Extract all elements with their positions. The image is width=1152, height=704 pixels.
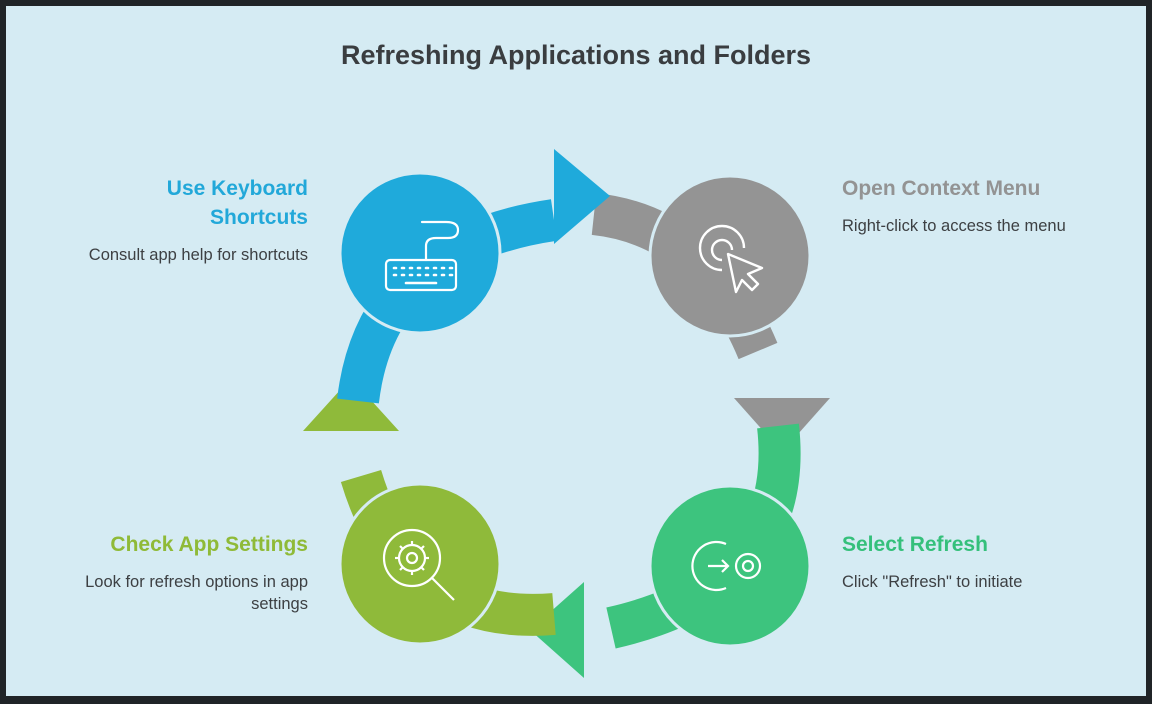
step-description: Consult app help for shortcuts <box>88 246 308 264</box>
step-keyboard-shortcuts: Use Keyboard Shortcuts Consult app help … <box>68 174 308 266</box>
diagram-canvas: Refreshing Applications and Folders <box>6 6 1146 696</box>
keyboard-icon <box>384 220 460 292</box>
arrow-head-keys <box>554 149 610 244</box>
step-title: Open Context Menu <box>842 177 1041 200</box>
step-description: Look for refresh options in app settings <box>85 573 308 613</box>
step-circle-menu <box>648 174 812 338</box>
step-open-context-menu: Open Context Menu Right-click to access … <box>842 174 1082 237</box>
arrow-head-settings <box>303 378 399 431</box>
arrow-head-refresh <box>530 582 584 678</box>
diagram-title: Refreshing Applications and Folders <box>340 40 812 70</box>
step-title: Use Keyboard Shortcuts <box>166 177 308 229</box>
step-description: Click "Refresh" to initiate <box>842 573 1023 591</box>
arrow-head-menu <box>734 398 830 452</box>
step-title: Select Refresh <box>842 533 988 556</box>
step-title: Check App Settings <box>110 533 308 556</box>
step-circle-refresh <box>648 484 812 648</box>
refresh-arrow-icon <box>691 540 762 592</box>
step-description: Right-click to access the menu <box>842 217 1066 235</box>
step-circle-keys <box>338 171 502 335</box>
step-select-refresh: Select Refresh Click "Refresh" to initia… <box>842 530 1082 593</box>
cursor-click-icon <box>698 224 764 294</box>
settings-search-icon <box>382 528 455 601</box>
step-check-app-settings: Check App Settings Look for refresh opti… <box>68 530 308 615</box>
step-circle-settings <box>338 482 502 646</box>
cycle-diagram <box>303 149 830 678</box>
